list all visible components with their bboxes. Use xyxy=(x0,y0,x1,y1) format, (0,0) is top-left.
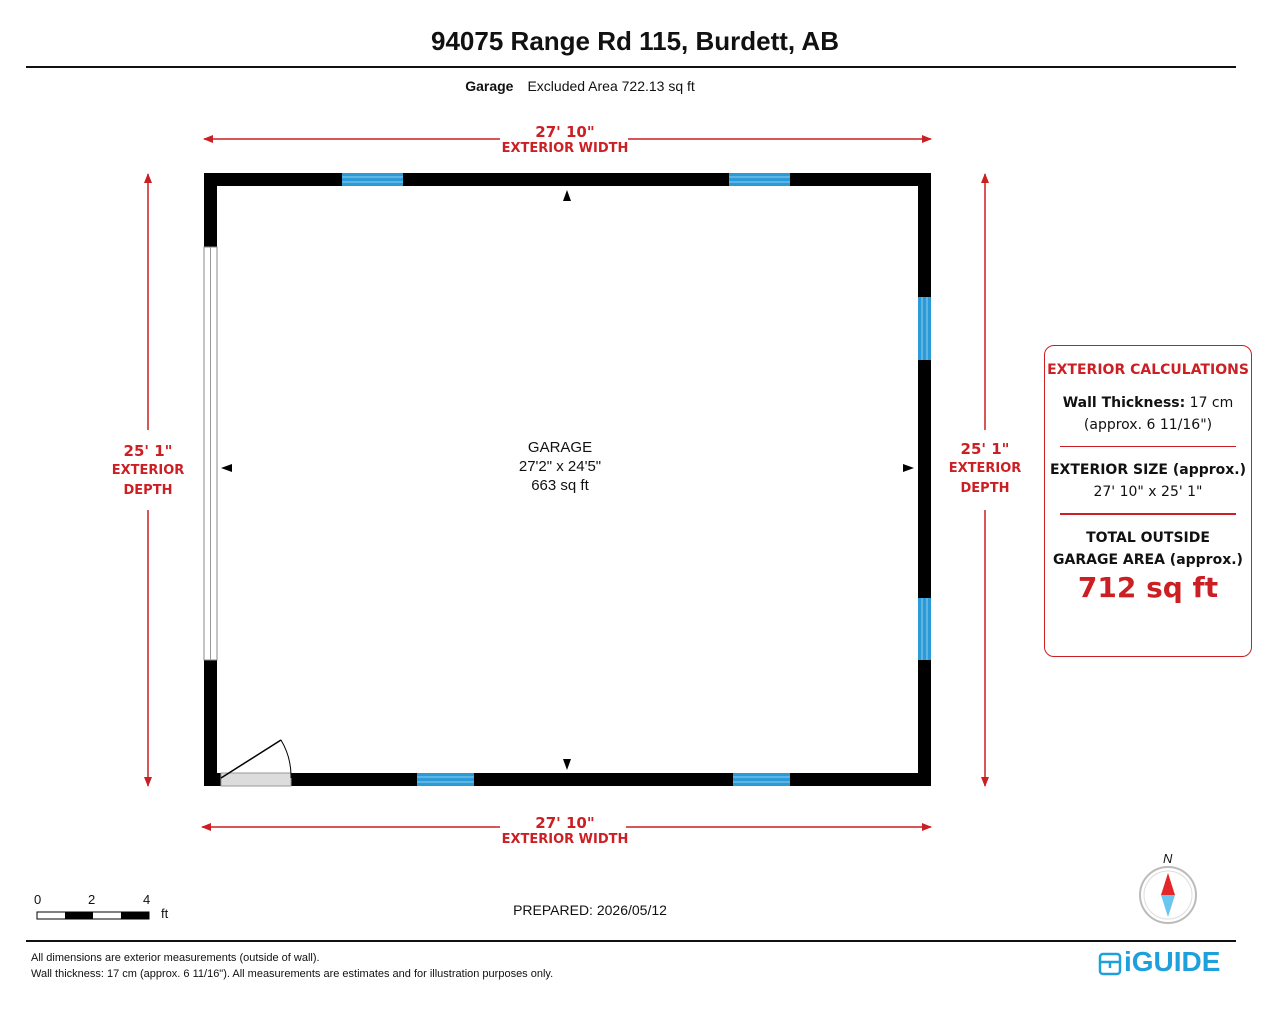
right-dimension-caption-2: DEPTH xyxy=(960,481,1010,496)
calc-divider-2 xyxy=(1060,513,1236,515)
wall-thickness-value: 17 cm xyxy=(1189,394,1234,411)
total-area-label-1: TOTAL OUTSIDE xyxy=(1086,529,1210,546)
scale-tick-4: 4 xyxy=(143,892,151,907)
excluded-area: Excluded Area 722.13 sq ft xyxy=(527,78,695,94)
total-area-label-2: GARAGE AREA (approx.) xyxy=(1053,551,1243,568)
top-dimension-label: 27' 10" EXTERIOR WIDTH xyxy=(480,123,650,156)
wall-thickness-approx: (approx. 6 11/16") xyxy=(1083,416,1213,433)
window-top-2 xyxy=(729,173,790,186)
bottom-dimension-value: 27' 10" xyxy=(535,814,595,832)
scale-tick-0: 0 xyxy=(34,892,42,907)
door-leaf xyxy=(220,739,282,779)
window-bottom-2 xyxy=(733,773,790,786)
right-dimension-caption-1: EXTERIOR xyxy=(948,461,1022,476)
page-title: 94075 Range Rd 115, Burdett, AB xyxy=(431,26,839,56)
prepared-date: PREPARED: 2026/05/12 xyxy=(513,902,667,918)
exterior-size-value: 27' 10" x 25' 1" xyxy=(1093,484,1203,500)
marker-left xyxy=(221,464,232,472)
north-compass-icon xyxy=(1139,866,1197,924)
wall-thickness-label: Wall Thickness: xyxy=(1062,394,1186,411)
door-threshold xyxy=(220,772,292,787)
window-top-1 xyxy=(342,173,403,186)
top-dimension-value: 27' 10" xyxy=(535,123,595,141)
exterior-calculations-box: EXTERIOR CALCULATIONS Wall Thickness: 17… xyxy=(1044,345,1252,657)
top-dimension-caption: EXTERIOR WIDTH xyxy=(501,141,629,156)
window-right-2 xyxy=(918,598,931,660)
floor-subtitle: Garage Excluded Area 722.13 sq ft xyxy=(0,78,1160,94)
marker-top xyxy=(563,190,571,201)
calc-title: EXTERIOR CALCULATIONS xyxy=(1047,362,1249,378)
iguide-logo-icon xyxy=(1098,952,1122,976)
room-label: GARAGE 27'2" x 24'5" 663 sq ft xyxy=(460,438,660,495)
bottom-dimension-label: 27' 10" EXTERIOR WIDTH xyxy=(480,814,650,847)
scale-unit: ft xyxy=(161,906,169,921)
floor-label: Garage xyxy=(465,78,514,94)
compass-north-label: N xyxy=(1163,851,1173,866)
left-dimension-label: 25' 1" EXTERIOR DEPTH xyxy=(98,441,198,501)
footer-divider xyxy=(26,940,1236,942)
window-right-1 xyxy=(918,297,931,360)
header-divider xyxy=(26,66,1236,68)
room-size: 27'2" x 24'5" xyxy=(518,458,602,475)
footer-note-1: All dimensions are exterior measurements… xyxy=(31,952,320,964)
left-dimension-value: 25' 1" xyxy=(123,442,173,460)
marker-right xyxy=(903,464,914,472)
left-dimension-caption-1: EXTERIOR xyxy=(111,463,185,478)
brand-name: iGUIDE xyxy=(1124,946,1221,977)
right-dimension-value: 25' 1" xyxy=(960,440,1010,458)
exterior-size-label: EXTERIOR SIZE (approx.) xyxy=(1049,462,1247,478)
total-area-value: 712 sq ft xyxy=(1077,570,1219,604)
left-dimension-caption-2: DEPTH xyxy=(123,483,173,498)
marker-bottom xyxy=(563,759,571,770)
room-name: GARAGE xyxy=(527,439,593,456)
footer-note-2: Wall thickness: 17 cm (approx. 6 11/16")… xyxy=(31,968,554,980)
calc-divider-1 xyxy=(1060,445,1236,447)
bottom-dimension-caption: EXTERIOR WIDTH xyxy=(501,832,629,847)
window-bottom-1 xyxy=(417,773,474,786)
room-area: 663 sq ft xyxy=(531,477,589,494)
scale-tick-2: 2 xyxy=(88,892,96,907)
door-swing-arc xyxy=(280,739,292,779)
right-dimension-label: 25' 1" EXTERIOR DEPTH xyxy=(935,439,1035,499)
scale-bar xyxy=(36,911,150,920)
